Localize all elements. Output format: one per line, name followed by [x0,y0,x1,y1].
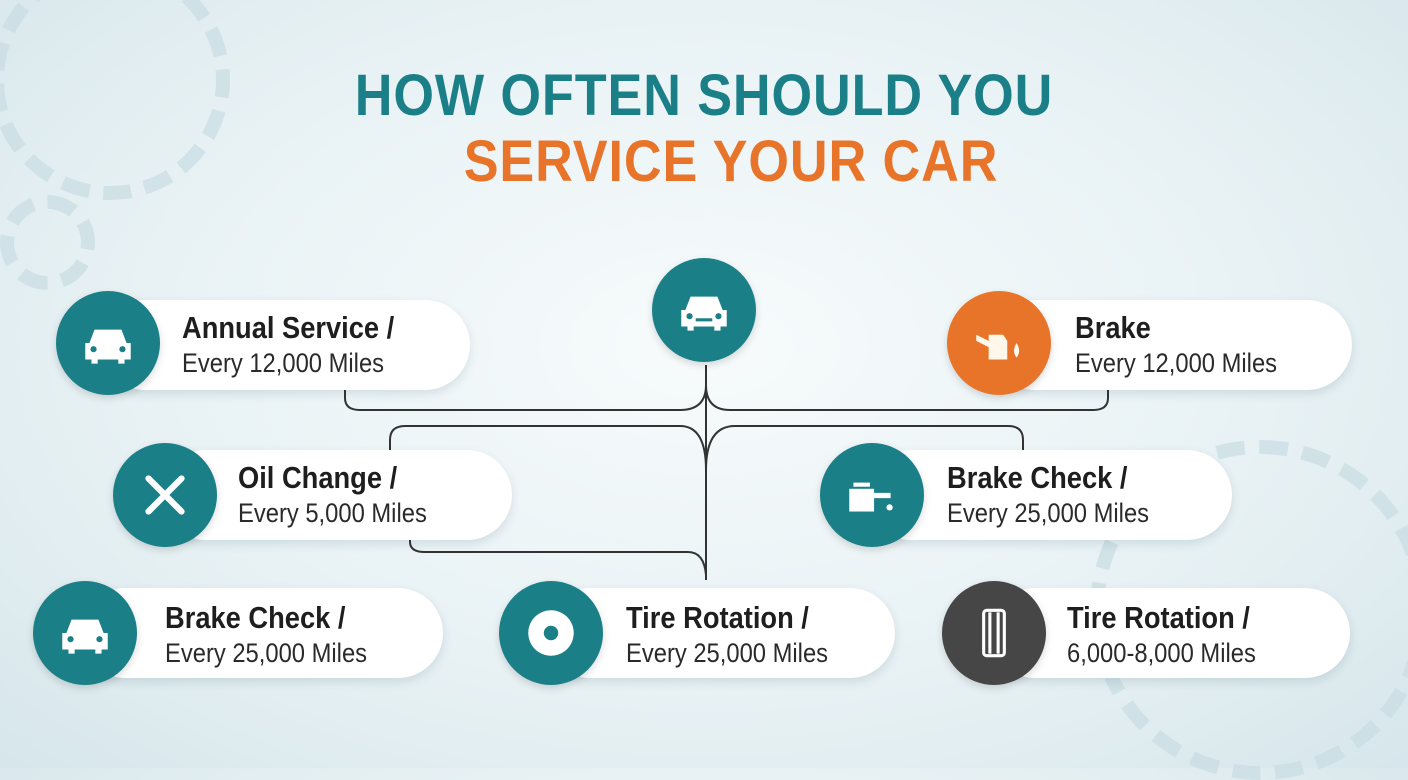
item-title: Brake [1075,310,1151,345]
item-detail: Every 12,000 Miles [182,348,385,378]
item-title: Annual Service / [182,310,395,345]
item-title: Brake Check / [165,600,346,635]
item-detail: Every 25,000 Miles [626,638,829,668]
item-detail: Every 12,000 Miles [1075,348,1278,378]
oil-can-icon [947,291,1051,395]
item-title: Brake Check / [947,460,1128,495]
brake-fluid-icon [820,443,924,547]
item-title: Oil Change / [238,460,398,495]
wrench-icon [113,443,217,547]
item-detail: 6,000-8,000 Miles [1067,638,1256,668]
item-detail: Every 5,000 Miles [238,498,427,528]
item-detail: Every 25,000 Miles [165,638,368,668]
car-icon [33,581,137,685]
car-icon [56,291,160,395]
brake-disc-icon [499,581,603,685]
tire-tread-icon [942,581,1046,685]
item-detail: Every 25,000 Miles [947,498,1150,528]
title-line-2: SERVICE YOUR CAR [463,129,999,194]
item-title: Tire Rotation / [1067,600,1250,635]
center-car-icon [652,258,756,362]
item-title: Tire Rotation / [626,600,809,635]
title-line-1: HOW OFTEN SHOULD YOU [354,63,1054,128]
